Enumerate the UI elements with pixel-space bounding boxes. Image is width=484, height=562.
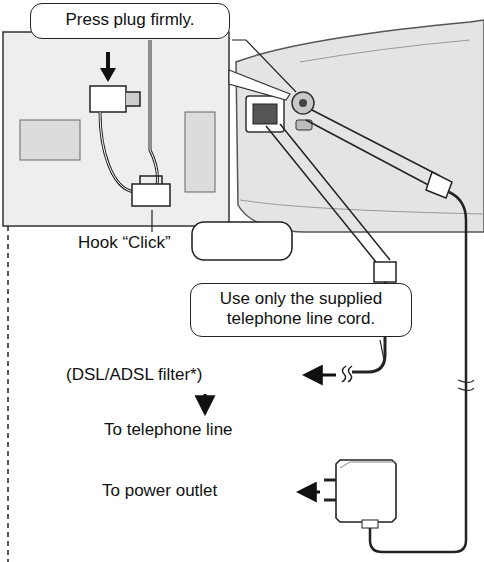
callout-box: Press plug firmly. bbox=[30, 3, 230, 39]
magnify-pointer bbox=[229, 70, 290, 100]
callout-text: Use only the supplied telephone line cor… bbox=[191, 289, 411, 330]
empty-callout bbox=[192, 222, 292, 260]
base-ridge bbox=[300, 40, 470, 62]
leader-line bbox=[232, 40, 296, 92]
power-jack bbox=[292, 92, 314, 114]
power-plug bbox=[90, 86, 126, 112]
direction-arrow bbox=[306, 374, 336, 377]
cord-strain-relief bbox=[362, 520, 378, 528]
press-arrow-head bbox=[100, 68, 116, 82]
insert-line bbox=[280, 124, 390, 260]
hook bbox=[132, 184, 170, 206]
cord-break bbox=[342, 366, 346, 382]
direction-arrow bbox=[300, 491, 320, 494]
power-barrel bbox=[306, 120, 434, 188]
dashed-guide bbox=[7, 226, 9, 562]
power-jack-pin bbox=[299, 99, 307, 107]
note-label: To power outlet bbox=[100, 481, 219, 501]
callout-text: Press plug firmly. bbox=[31, 10, 229, 30]
note-label: To telephone line bbox=[102, 420, 235, 440]
dc-plug bbox=[426, 172, 452, 198]
note-label: (DSL/ADSL filter*) bbox=[64, 365, 204, 385]
hook-catch bbox=[140, 176, 162, 184]
power-cord bbox=[100, 40, 158, 192]
power-plug-tip bbox=[126, 92, 140, 106]
ac-adapter-edge bbox=[340, 462, 396, 468]
inset-recess bbox=[185, 112, 215, 192]
leader-line bbox=[380, 340, 384, 360]
inset-recess bbox=[20, 120, 80, 160]
power-cord-core bbox=[100, 40, 158, 192]
line-jack-socket bbox=[253, 104, 277, 124]
callout-box: Use only the supplied telephone line cor… bbox=[190, 283, 412, 337]
inset-panel bbox=[3, 32, 229, 226]
cord-break bbox=[458, 380, 474, 391]
direction-arrow bbox=[204, 394, 207, 412]
part-label: Hook “Click” bbox=[76, 233, 173, 253]
line-jack bbox=[246, 96, 284, 132]
base-ridge bbox=[240, 200, 484, 214]
press-arrow bbox=[106, 52, 110, 70]
ac-adapter bbox=[336, 460, 396, 522]
modular-plug bbox=[374, 262, 396, 282]
adapter-prongs bbox=[324, 480, 336, 500]
power-barrel bbox=[312, 110, 440, 176]
leader-line bbox=[151, 210, 152, 232]
cord-break bbox=[348, 366, 352, 382]
insert-line bbox=[266, 126, 376, 262]
base-body bbox=[236, 20, 484, 232]
